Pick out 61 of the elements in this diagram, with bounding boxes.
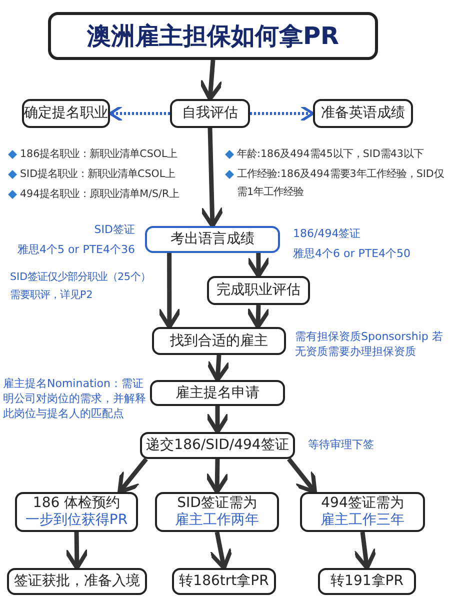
arrow	[246, 253, 271, 278]
arrow	[64, 532, 89, 570]
process-box	[7, 568, 147, 595]
bullet-text: 工作经验:186及494需要3年工作经验，SID仅需1年工作经验	[237, 167, 445, 200]
note-text: 等待审理下签	[308, 437, 375, 452]
process-box	[207, 276, 310, 305]
step-label: 递交186/SID/494签证	[146, 437, 289, 454]
step-label: 雇主工作三年	[320, 512, 404, 529]
arrow	[157, 253, 182, 330]
step-label: 一步到位获得PR	[25, 512, 128, 529]
bullet-text: SID提名职业：新职业清单CSOL上	[20, 167, 176, 182]
step-label: 自我评估	[182, 105, 238, 122]
step-label: 考出语言成绩	[170, 231, 254, 248]
arrow	[287, 458, 318, 494]
step-label: 186 体检预约	[32, 495, 120, 512]
step-label: 雇主提名申请	[176, 384, 260, 402]
process-box	[155, 492, 279, 532]
step-label: 签证获批，准备入境	[14, 573, 140, 590]
step-label: SID签证需为	[177, 495, 257, 512]
bullet-text: 年龄:186及494需45以下，SID需43以下	[237, 147, 424, 162]
process-box	[150, 380, 285, 406]
arrow	[250, 105, 314, 122]
step-label: 找到合适的雇主	[170, 332, 268, 350]
arrow	[206, 354, 231, 382]
arrow	[200, 128, 224, 228]
process-box	[15, 492, 138, 532]
note-text: 186/494签证	[293, 226, 362, 241]
note-text: 雅思4个5 or PTE4个36	[16, 242, 135, 257]
arrow	[246, 304, 270, 330]
arrow	[118, 458, 148, 494]
bullet-text: SID签证仅少部分职业（25个）需要职评，详见P2	[10, 270, 152, 303]
process-box	[318, 568, 416, 595]
process-box	[313, 99, 413, 128]
step-label: 转186trt拿PR	[179, 573, 269, 590]
arrow	[108, 105, 170, 122]
title-text: 澳洲雇主担保如何拿PR	[86, 22, 340, 50]
arrow	[199, 60, 224, 102]
process-box	[300, 492, 425, 532]
step-label: 雇主工作两年	[175, 512, 259, 529]
arrow	[352, 532, 378, 570]
arrow	[205, 458, 230, 494]
process-box	[145, 226, 280, 253]
note-text: 雇主提名Nomination：需证明公司对岗位的需求，并解释此岗位与提名人的匹配点	[3, 376, 147, 421]
note-text: SID签证	[93, 222, 135, 237]
process-box	[140, 432, 295, 459]
process-box	[170, 99, 250, 128]
step-label: 完成职业评估	[216, 282, 300, 299]
process-box	[22, 99, 110, 128]
process-box	[172, 568, 276, 595]
process-box	[48, 12, 378, 60]
note-text: 需有担保资质Sponsorship 若无资质需要办理担保资质	[295, 329, 444, 359]
note-text: 雅思4个6 or PTE4个50	[293, 246, 412, 261]
step-label: 准备英语成绩	[321, 105, 405, 122]
step-label: 转191拿PR	[330, 573, 404, 590]
process-box	[152, 327, 286, 355]
arrow	[205, 406, 230, 434]
step-label: 确定提名职业	[24, 105, 108, 122]
bullet-text: 494提名职业：原职业清单M/S/R上	[20, 187, 180, 202]
arrow	[208, 532, 233, 570]
bullet-text: 186提名职业：新职业清单CSOL上	[20, 147, 178, 162]
step-label: 494签证需为	[321, 495, 404, 512]
